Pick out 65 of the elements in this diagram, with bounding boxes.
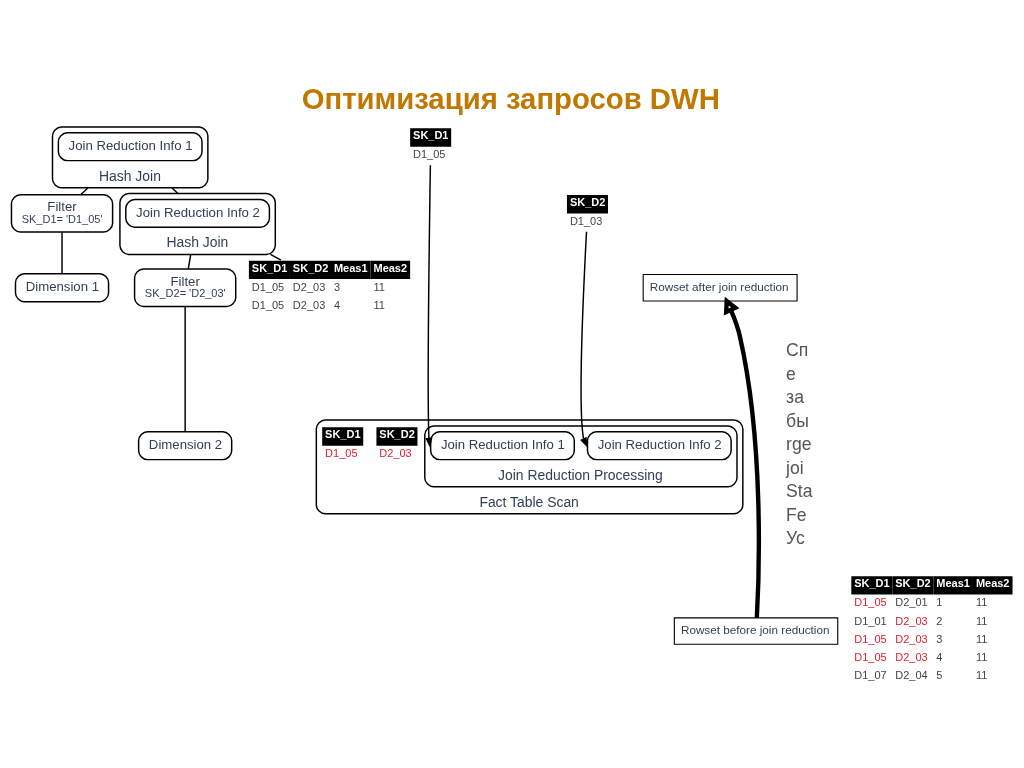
node-label: 4 (333, 298, 341, 311)
node-label: 11 (975, 650, 988, 663)
label: Сп (786, 339, 809, 360)
node-label: D1_05 (325, 446, 358, 459)
connector (184, 305, 186, 432)
arrow (425, 163, 433, 448)
node-label: 1 (936, 595, 943, 608)
node-box: Dimension 2 (137, 430, 233, 460)
node-label: 4 (936, 650, 943, 663)
label: rge (786, 433, 812, 454)
label: Fe (786, 504, 807, 525)
node-box: SK_D1 (410, 127, 452, 147)
node-box: Rowset before join reduction (673, 616, 839, 645)
node-label: 3 (333, 280, 341, 293)
node-box: SK_D2 (376, 426, 418, 446)
connector (187, 253, 192, 270)
node-label: 11 (975, 614, 988, 627)
label: е (786, 363, 796, 384)
node-label: D2_03 (292, 298, 326, 311)
node-label: D2_04 (895, 668, 928, 681)
node-label: 11 (975, 595, 988, 608)
connector (269, 253, 282, 261)
node-label: 3 (936, 632, 943, 645)
node-label: D2_03 (292, 280, 326, 293)
node-label: 11 (975, 668, 988, 681)
node-label: D2_03 (895, 650, 928, 663)
node-label: D1_05 (251, 298, 285, 311)
node-label: D1_05 (854, 632, 887, 645)
label: joi (786, 457, 804, 478)
node-label: D1_05 (413, 147, 446, 160)
node-label: D2_03 (895, 614, 928, 627)
node-label: D1_05 (251, 280, 285, 293)
arrow (723, 296, 762, 618)
node-box: Join Reduction Info 2 (125, 198, 271, 228)
node-box: Filter SK_D2= 'D2_03' (133, 267, 237, 307)
node-box: Dimension 1 (14, 272, 110, 302)
node-label: 2 (936, 614, 943, 627)
label: бы (786, 410, 809, 431)
node-label: D1_07 (854, 668, 887, 681)
connector (171, 186, 179, 194)
node-box: Join Reduction Info 1 (57, 131, 203, 161)
node-label: D2_03 (895, 632, 928, 645)
connector (61, 230, 63, 275)
node-box: SK_D2 (566, 194, 608, 213)
label: за (786, 386, 804, 407)
connector (80, 186, 89, 195)
node-label: D1_05 (854, 650, 887, 663)
diagram-title: Оптимизация запросов DWH (301, 81, 720, 115)
node-label: D1_03 (569, 214, 603, 227)
node-label: D1_05 (854, 595, 887, 608)
node-label: D1_01 (854, 614, 887, 627)
node-label: 11 (373, 280, 385, 293)
node-label: 11 (975, 632, 988, 645)
node-box: SK_D1 (322, 426, 364, 446)
node-box: Filter SK_D1= 'D1_05' (10, 193, 114, 233)
node-box: Join Reduction Info 2 (586, 430, 732, 460)
node-label: 11 (373, 298, 385, 311)
label: Sta (786, 480, 813, 501)
label: Ус (786, 527, 805, 548)
node-label: 5 (936, 668, 943, 681)
node-label: D2_03 (379, 446, 412, 459)
node-box: Join Reduction Info 1 (429, 430, 576, 460)
node-box: Rowset after join reduction (642, 273, 798, 301)
arrow (580, 230, 588, 448)
node-label: D2_01 (895, 595, 928, 608)
